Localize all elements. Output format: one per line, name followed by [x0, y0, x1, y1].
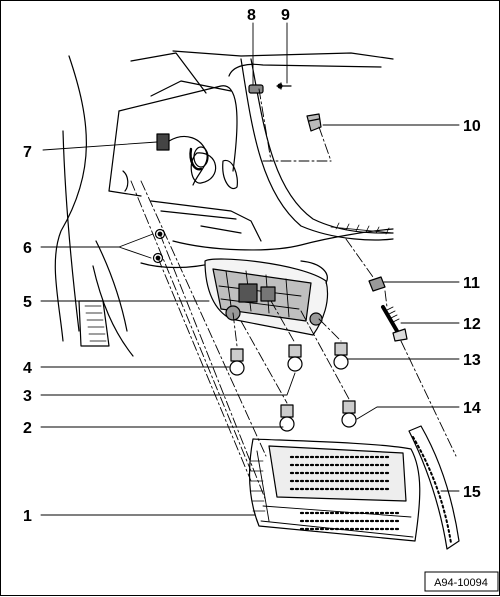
callout-1: 1: [23, 508, 32, 525]
callout-3: 3: [23, 388, 32, 405]
wiring-connector: [156, 133, 209, 186]
callout-14: 14: [463, 400, 481, 417]
callout-11: 11: [463, 275, 480, 292]
callout-8: 8: [247, 7, 256, 24]
callout-12: 12: [463, 316, 481, 333]
tail-light-lens: [249, 438, 421, 542]
figure-id: A94-10094: [434, 577, 488, 589]
callout-labels: 1 2 3 4 5 6 7 8 9 10 11 12 13 14 15: [23, 7, 481, 525]
callout-2: 2: [23, 420, 32, 437]
retaining-nuts: [152, 228, 166, 264]
callout-9: 9: [281, 7, 290, 24]
callout-10: 10: [463, 118, 481, 135]
leader-lines: [40, 22, 460, 516]
callout-15: 15: [463, 484, 481, 501]
spreader-clip: [306, 113, 322, 132]
callout-4: 4: [23, 360, 32, 377]
nut: [368, 276, 386, 292]
assembly-lines: [130, 88, 457, 502]
callout-7: 7: [23, 144, 32, 161]
figure-id-box: A94-10094: [424, 571, 499, 592]
bolt: [381, 305, 408, 342]
lens-gasket: [408, 425, 460, 550]
bulb-carrier: [204, 258, 329, 336]
callout-5: 5: [23, 294, 32, 311]
grommets: [248, 82, 292, 94]
callout-6: 6: [23, 240, 32, 257]
callout-13: 13: [463, 352, 481, 369]
bulbs: [229, 342, 357, 432]
